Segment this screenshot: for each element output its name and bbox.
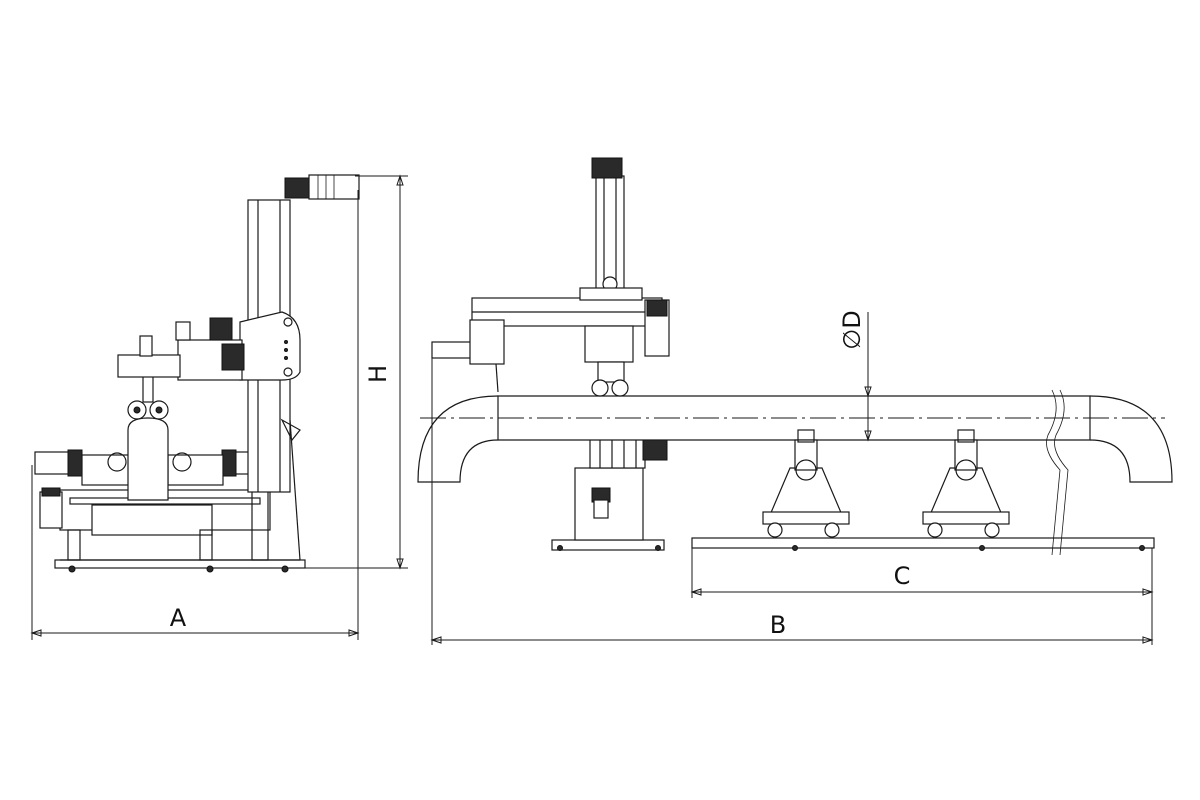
lower-motor-cap [41, 487, 61, 497]
column-top-gearbox [284, 177, 310, 199]
dimension-d: ∅D [838, 310, 872, 442]
torch-holder [431, 341, 473, 359]
lower-motor [39, 491, 63, 529]
left-motor [34, 451, 74, 475]
boom-gear-icon [221, 343, 245, 371]
bolt-icon [979, 545, 985, 551]
diameter-letter: D [838, 310, 866, 328]
torch-body [469, 319, 505, 365]
dimension-label-h: H [364, 365, 392, 383]
roller-wheel-icon [107, 452, 127, 472]
wheel-icon [824, 522, 840, 538]
wheel-icon [767, 522, 783, 538]
bolt-icon [557, 545, 563, 551]
boom-extension [117, 354, 181, 378]
column-base-box [574, 467, 644, 541]
roller-stand-2 [922, 429, 1010, 538]
bolt-icon [792, 545, 798, 551]
break-line [1046, 389, 1061, 556]
column-support-strut [289, 419, 301, 561]
head-roller-icon [611, 379, 629, 397]
rail-base [691, 537, 1155, 549]
side-leg-1 [67, 529, 81, 561]
boom-motor-icon [646, 299, 668, 317]
side-foot-plate [54, 559, 306, 569]
dimension-label-b: B [770, 611, 786, 639]
boom-clamp [139, 335, 153, 357]
dimension-label-a: A [170, 604, 187, 632]
right-roller-housing [167, 454, 224, 486]
dimension-label-c: C [894, 562, 911, 590]
front-view [417, 157, 1173, 556]
boom-carriage [579, 287, 643, 301]
torch-tip [495, 363, 499, 393]
diameter-symbol: ∅ [838, 329, 866, 350]
bolt-icon [1139, 545, 1145, 551]
pipe-right-bend [1089, 395, 1173, 483]
dimension-a: A [30, 190, 360, 640]
roller-axle-icon [155, 406, 163, 414]
welding-head-lower [597, 361, 625, 383]
column-bracket [280, 418, 301, 442]
boom-clamp [175, 321, 191, 341]
roller-axle-icon [133, 406, 141, 414]
bolt-icon [284, 348, 288, 352]
column-top-motor-icon [591, 157, 623, 179]
idler-roller-icon [795, 459, 817, 481]
idler-roller-icon [955, 459, 977, 481]
front-column [595, 175, 625, 295]
side-view [34, 174, 360, 573]
head-roller-icon [591, 379, 609, 397]
base-motor [593, 499, 609, 519]
bolt-icon [283, 317, 293, 327]
boom-carriage-plate [239, 311, 301, 381]
boom-motor-icon [209, 317, 233, 341]
dimension-c: C [690, 548, 1154, 645]
wheel-icon [927, 522, 943, 538]
wheel-icon [984, 522, 1000, 538]
bolt-icon [655, 545, 661, 551]
roller-stand-1 [762, 429, 850, 538]
bolt-icon [281, 565, 289, 573]
break-line [1054, 389, 1069, 556]
column-base-plate [551, 539, 665, 551]
dimension-b: B [430, 348, 1154, 645]
welding-head [584, 325, 634, 363]
left-roller-housing [81, 454, 133, 486]
bolt-icon [284, 340, 288, 344]
roller-wheel-icon [172, 452, 192, 472]
right-gearbox [221, 449, 237, 477]
bolt-icon [283, 367, 293, 377]
side-base-panel [91, 504, 213, 536]
bolt-icon [284, 356, 288, 360]
bolt-icon [68, 565, 76, 573]
left-gearbox [67, 449, 83, 477]
pipe-end-section [127, 417, 169, 501]
dimension-h: H [300, 174, 408, 570]
bolt-icon [206, 565, 214, 573]
pipe-left-bend [417, 395, 499, 483]
dimension-label-d: ∅D [838, 310, 866, 349]
